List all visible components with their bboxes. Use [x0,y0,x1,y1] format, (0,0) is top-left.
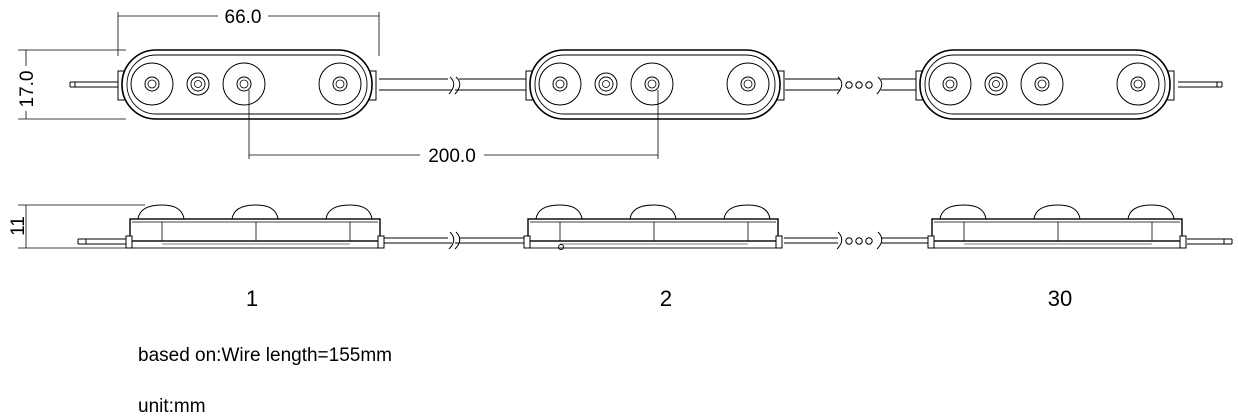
module-side-1 [125,204,385,249]
wire-right-top [1178,81,1223,88]
height-dimension-label: 17.0 [17,71,38,108]
module-side-2 [523,204,783,249]
module-index-label-1: 1 [246,286,258,311]
wire-left-top [69,81,121,88]
wire-right-side [1187,238,1233,245]
module-side-30 [927,204,1187,249]
pitch-dimension-label: 200.0 [428,146,476,167]
unit-note: unit:mm [138,396,206,417]
dimension-height: 17.0 [17,49,126,120]
wire-segment-side-continuation [784,231,929,250]
side-height-dimension-label: 11 [8,216,29,236]
connector-dot [558,244,564,250]
side-view [77,204,1233,250]
module-top-2 [525,49,785,120]
module-index-label-30: 30 [1048,286,1072,311]
wire-segment [379,76,527,95]
dimension-side-height: 11 [8,204,145,249]
dimension-width: 66.0 [117,7,380,56]
wire-segment-continuation [785,76,919,95]
module-top-30 [915,49,1175,120]
dimension-pitch: 200.0 [248,90,659,167]
module-index-label-2: 2 [660,286,672,311]
wire-length-note: based on:Wire length=155mm [138,345,393,366]
top-view [69,49,1223,120]
module-top-1 [117,49,377,120]
width-dimension-label: 66.0 [225,7,262,28]
wire-left-side [77,238,126,245]
wire-segment-side [384,231,526,250]
